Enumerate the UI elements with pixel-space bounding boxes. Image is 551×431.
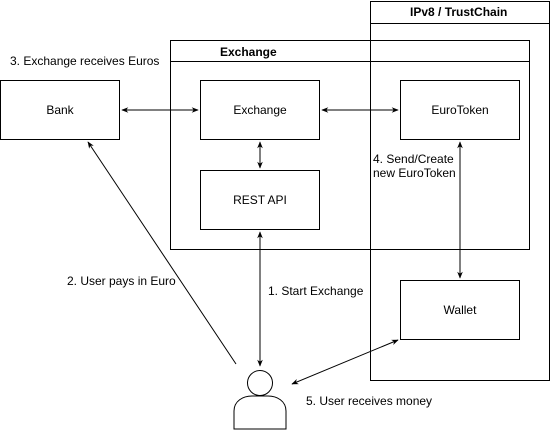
ipv8-header-divider — [371, 23, 549, 24]
eurotoken-node: EuroToken — [400, 80, 520, 140]
edge-user-bank — [87, 141, 237, 365]
edge-user-wallet — [291, 339, 399, 385]
ipv8-trustchain-container — [370, 1, 550, 381]
step5-label: 5. User receives money — [306, 394, 433, 408]
exchange-container — [170, 40, 530, 250]
eurotoken-node-label: EuroToken — [431, 103, 489, 117]
rest-api-node-label: REST API — [233, 193, 287, 207]
bank-node-label: Bank — [46, 103, 74, 117]
rest-api-node: REST API — [200, 170, 320, 230]
exchange-header-divider — [171, 61, 529, 62]
exchange-node-label: Exchange — [233, 103, 287, 117]
wallet-node-label: Wallet — [443, 303, 477, 317]
wallet-node: Wallet — [400, 280, 520, 340]
step3-label: 3. Exchange receives Euros — [10, 54, 160, 68]
step4-label-line1: 4. Send/Create — [373, 152, 454, 166]
exchange-node: Exchange — [200, 80, 320, 140]
exchange-container-title: Exchange — [220, 45, 277, 59]
step2-label: 2. User pays in Euro — [67, 274, 176, 288]
user-icon — [233, 370, 287, 430]
step4-label-line2: new EuroToken — [373, 166, 456, 180]
bank-node: Bank — [0, 80, 120, 140]
step1-label: 1. Start Exchange — [268, 284, 364, 298]
ipv8-container-title: IPv8 / TrustChain — [410, 5, 508, 19]
